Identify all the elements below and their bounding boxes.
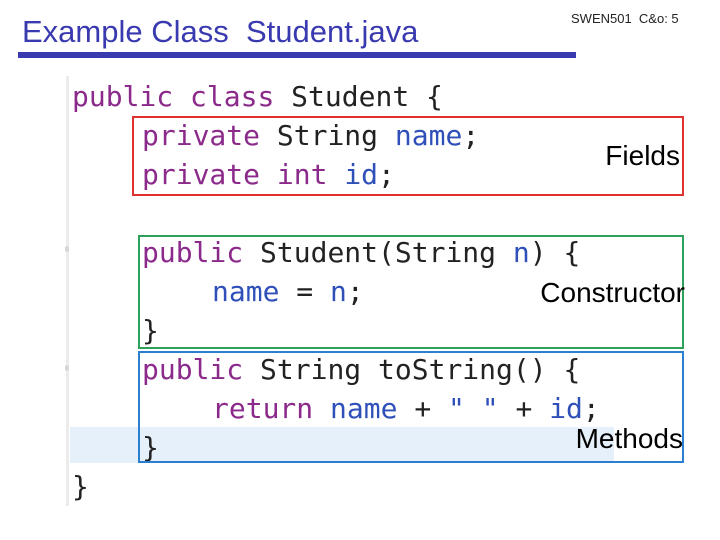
keyword: private xyxy=(142,119,261,152)
field-identifier: name xyxy=(394,119,463,152)
string-literal: " " xyxy=(448,392,499,425)
methods-annotation: Methods xyxy=(575,423,683,454)
parameter: n xyxy=(512,236,530,269)
code-line-method-signature: public String toString() { xyxy=(142,350,580,389)
keyword: public xyxy=(142,236,244,269)
code-line-assignment: name = n; xyxy=(212,272,364,311)
fields-highlight-box xyxy=(132,116,684,196)
semicolon: ; xyxy=(378,158,395,191)
semicolon: ; xyxy=(346,275,364,308)
code-line-field-id: private int id; xyxy=(142,155,395,194)
code-line-class-close: } xyxy=(72,467,89,506)
constructor-annotation: Constructor xyxy=(540,277,685,308)
signature-end: ) { xyxy=(529,236,581,269)
brace: { xyxy=(563,353,581,386)
keyword: public xyxy=(72,80,174,113)
operator: + xyxy=(515,392,533,425)
brace: { xyxy=(426,80,443,113)
field-identifier: name xyxy=(330,392,398,425)
operator: + xyxy=(414,392,432,425)
code-line-method-close: } xyxy=(142,428,159,467)
type: int xyxy=(276,158,328,191)
code-line-class-declaration: public class Student { xyxy=(72,77,443,116)
editor-gutter xyxy=(66,76,69,506)
brace: } xyxy=(142,314,159,347)
parameter: n xyxy=(330,275,347,308)
gutter-fold-marker xyxy=(65,365,69,371)
keyword: return xyxy=(212,392,314,425)
keyword: public xyxy=(142,353,244,386)
brace: } xyxy=(142,431,159,464)
constructor-highlight-box xyxy=(138,235,684,349)
semicolon: ; xyxy=(582,392,600,425)
class-name: Student xyxy=(291,80,410,113)
method-signature: String toString() xyxy=(260,353,547,386)
constructor-signature: Student(String xyxy=(260,236,497,269)
operator: = xyxy=(296,275,314,308)
current-line-highlight xyxy=(70,427,614,463)
field-identifier: id xyxy=(344,158,379,191)
semicolon: ; xyxy=(462,119,480,152)
field-identifier: name xyxy=(212,275,280,308)
keyword: class xyxy=(190,80,275,113)
code-line-constructor-close: } xyxy=(142,311,159,350)
code-line-field-name: private String name; xyxy=(142,116,479,155)
code-line-constructor-signature: public Student(String n) { xyxy=(142,233,580,272)
slide-reference: SWEN501 C&o: 5 xyxy=(571,11,679,26)
type: String xyxy=(276,119,379,152)
fields-annotation: Fields xyxy=(605,140,680,171)
code-line-return: return name + " " + id; xyxy=(212,389,600,428)
brace: } xyxy=(72,470,89,503)
slide-title: Example Class Student.java xyxy=(22,14,419,49)
gutter-fold-marker xyxy=(65,246,69,252)
title-underline xyxy=(18,52,576,58)
methods-highlight-box xyxy=(138,351,684,463)
field-identifier: id xyxy=(549,392,583,425)
keyword: private xyxy=(142,158,261,191)
